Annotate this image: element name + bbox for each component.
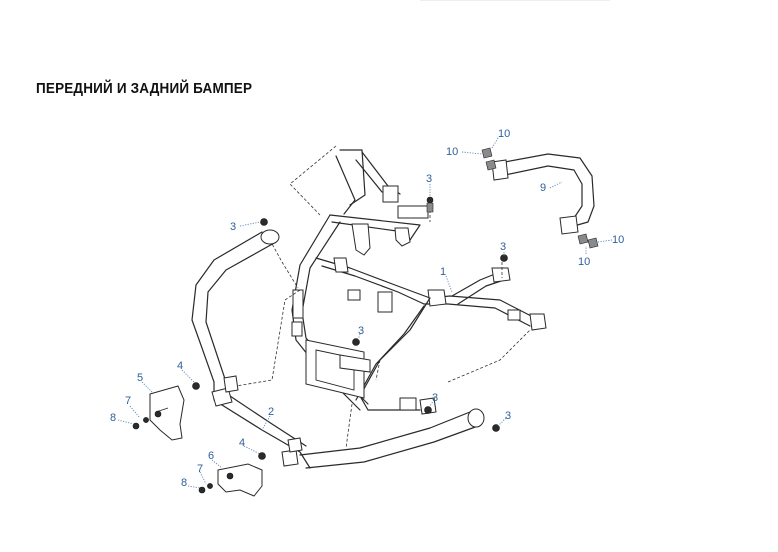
- lower-bumper-part-2: [191, 229, 485, 469]
- callout-5: 5: [137, 372, 143, 384]
- callout-1: 1: [440, 266, 446, 278]
- callout-10: 10: [578, 256, 590, 268]
- callout-2: 2: [268, 406, 274, 418]
- callout-3: 3: [500, 241, 506, 253]
- callout-4: 4: [239, 437, 245, 449]
- callout-7: 7: [125, 395, 131, 407]
- callout-10: 10: [612, 234, 624, 246]
- front-frame-part-1: [291, 149, 547, 411]
- callout-4: 4: [177, 360, 183, 372]
- page-title: ПЕРЕДНИЙ И ЗАДНИЙ БАМПЕР: [36, 80, 253, 97]
- callout-3: 3: [230, 221, 236, 233]
- callout-3: 3: [426, 173, 432, 185]
- callout-3: 3: [505, 410, 511, 422]
- callout-8: 8: [181, 477, 187, 489]
- callout-10: 10: [446, 146, 458, 158]
- guard-part-5: [149, 385, 185, 441]
- callout-6: 6: [208, 450, 214, 462]
- top-divider: [420, 0, 610, 1]
- callout-labels: 1 2 3 3 3 3 3 3 4 4 5 6 7 7 8 8 9 10 10 …: [110, 128, 624, 489]
- fasteners: [132, 147, 599, 494]
- callout-leaders: [117, 137, 613, 489]
- callout-10: 10: [498, 128, 510, 140]
- callout-3: 3: [432, 392, 438, 404]
- callout-7: 7: [197, 463, 203, 475]
- rear-bumper-part-9: [491, 153, 595, 235]
- callout-9: 9: [540, 182, 546, 194]
- callout-8: 8: [110, 412, 116, 424]
- guard-part-6: [217, 463, 263, 497]
- callout-3: 3: [358, 325, 364, 337]
